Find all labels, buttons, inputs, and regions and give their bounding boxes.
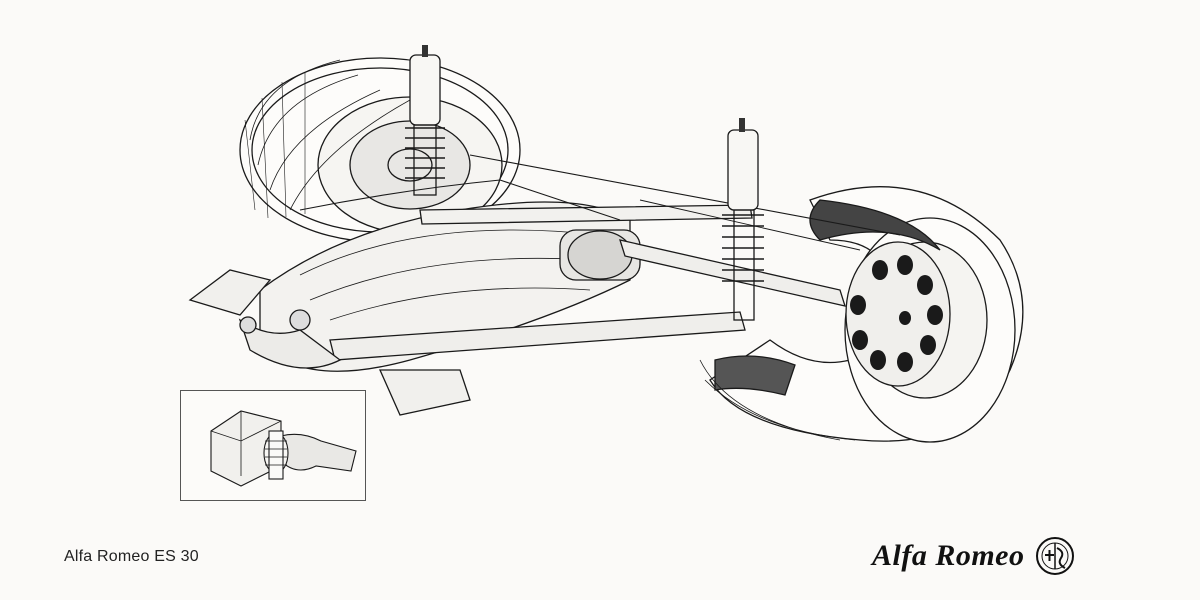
left-shock-absorber bbox=[405, 45, 445, 196]
alfa-romeo-badge-icon bbox=[1035, 537, 1074, 575]
transaxle bbox=[259, 201, 641, 372]
right-shock-absorber bbox=[722, 118, 764, 321]
brand-logo: Alfa Romeo bbox=[872, 536, 1075, 576]
right-wheel bbox=[699, 186, 1024, 443]
inset-detail-view bbox=[180, 390, 366, 501]
mount-detail-illustration bbox=[210, 410, 357, 487]
axle-tubes bbox=[299, 154, 901, 361]
mounting-cradle bbox=[188, 269, 471, 416]
left-wheel bbox=[239, 57, 521, 243]
brand-wordmark: Alfa Romeo bbox=[872, 539, 1025, 572]
illustration-caption: Alfa Romeo ES 30 bbox=[64, 548, 199, 565]
